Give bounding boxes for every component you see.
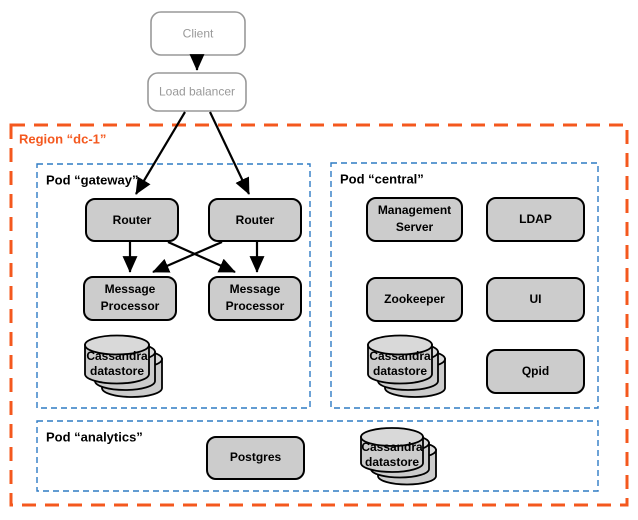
pod-frame-central [330, 162, 599, 409]
node-postgres[interactable]: Postgres [206, 436, 305, 480]
message-processor-2-shape [208, 276, 302, 321]
zookeeper-label: Zookeeper [384, 292, 445, 306]
router-2-shape [208, 198, 302, 242]
cassandra-central-label-line2: datastore [373, 364, 427, 378]
node-load-balancer[interactable]: Load balancer [147, 72, 247, 112]
node-qpid[interactable]: Qpid [486, 349, 585, 394]
router-1-label: Router [113, 213, 152, 227]
qpid-label: Qpid [522, 364, 549, 378]
node-ldap[interactable]: LDAP [486, 197, 585, 242]
node-cassandra-central[interactable]: Cassandra datastore [367, 334, 446, 398]
ui-label: UI [530, 292, 542, 306]
management-server-shape [366, 197, 463, 242]
node-cassandra-analytics[interactable]: Cassandra datastore [360, 427, 437, 486]
message-processor-2-label-line2: Processor [226, 299, 285, 313]
load-balancer-label: Load balancer [159, 85, 235, 99]
zookeeper-shape [366, 277, 463, 322]
node-router-1[interactable]: Router [85, 198, 179, 242]
router-2-label: Router [236, 213, 275, 227]
ui-shape [486, 277, 585, 322]
node-cassandra-gateway[interactable]: Cassandra datastore [84, 334, 163, 398]
client-label: Client [183, 27, 214, 41]
ldap-label: LDAP [519, 212, 552, 226]
node-router-2[interactable]: Router [208, 198, 302, 242]
router-1-shape [85, 198, 179, 242]
node-message-processor-1[interactable]: Message Processor [83, 276, 177, 321]
edge-load-balancer-to-router-1 [135, 111, 186, 195]
edge-router-1-to-message-processor-2 [167, 240, 236, 274]
pod-frame-analytics [36, 420, 599, 492]
pod-frame-gateway [36, 163, 311, 409]
region-label: Region “dc-1” [19, 131, 106, 146]
pod-label-central: Pod “central” [340, 171, 424, 186]
cassandra-analytics-label-line2: datastore [365, 455, 419, 469]
cassandra-analytics-cylinder-front [360, 427, 424, 473]
pod-label-analytics: Pod “analytics” [46, 429, 143, 444]
load-balancer-shape [147, 72, 247, 112]
edge-load-balancer-to-router-2 [209, 111, 250, 195]
message-processor-1-label-line1: Message [105, 282, 156, 296]
node-ui[interactable]: UI [486, 277, 585, 322]
message-processor-2-label-line1: Message [230, 282, 281, 296]
cassandra-gateway-label-line2: datastore [90, 364, 144, 378]
management-server-label-line2: Server [396, 220, 434, 234]
postgres-label: Postgres [230, 450, 282, 464]
cassandra-gateway-cylinder-front [84, 334, 150, 385]
node-zookeeper[interactable]: Zookeeper [366, 277, 463, 322]
cassandra-analytics-label-line1: Cassandra [361, 440, 423, 454]
edge-router-2-to-message-processor-1 [152, 240, 223, 274]
cassandra-central-label-line1: Cassandra [369, 349, 431, 363]
pod-label-gateway: Pod “gateway” [46, 172, 138, 187]
message-processor-1-shape [83, 276, 177, 321]
node-management-server[interactable]: Management Server [366, 197, 463, 242]
qpid-shape [486, 349, 585, 394]
node-client[interactable]: Client [150, 11, 246, 56]
postgres-shape [206, 436, 305, 480]
node-message-processor-2[interactable]: Message Processor [208, 276, 302, 321]
management-server-label-line1: Management [378, 203, 451, 217]
region-frame [9, 123, 629, 507]
ldap-shape [486, 197, 585, 242]
message-processor-1-label-line2: Processor [101, 299, 160, 313]
cassandra-central-cylinder-front [367, 334, 433, 385]
cassandra-gateway-label-line1: Cassandra [86, 349, 148, 363]
